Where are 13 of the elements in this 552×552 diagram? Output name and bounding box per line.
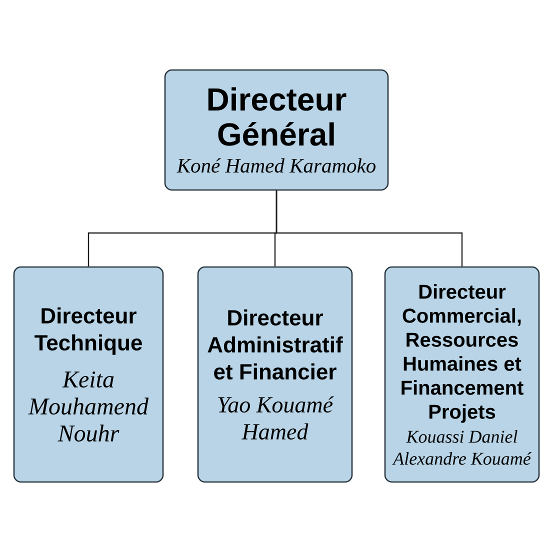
org-box: [197, 266, 353, 483]
person-name: Keita Mouhamend Nouhr: [28, 371, 149, 442]
role-title: Directeur Technique: [34, 307, 142, 355]
org-box: [13, 266, 164, 483]
role-title: Directeur Commercial, Ressources Humaines et Financement Projets: [402, 284, 524, 423]
org-box: [164, 69, 389, 191]
org-box: [384, 266, 540, 483]
role-title: Directeur Administratif et Financier: [208, 309, 343, 380]
person-name: Kouassi Daniel Alexandre Kouamé: [392, 430, 532, 465]
person-name: Koné Hamed Karamoko: [176, 158, 376, 173]
connector-line: [276, 190, 463, 266]
role-title: Directeur Général: [208, 87, 346, 146]
person-name: Yao Kouamé Hamed: [218, 396, 334, 440]
